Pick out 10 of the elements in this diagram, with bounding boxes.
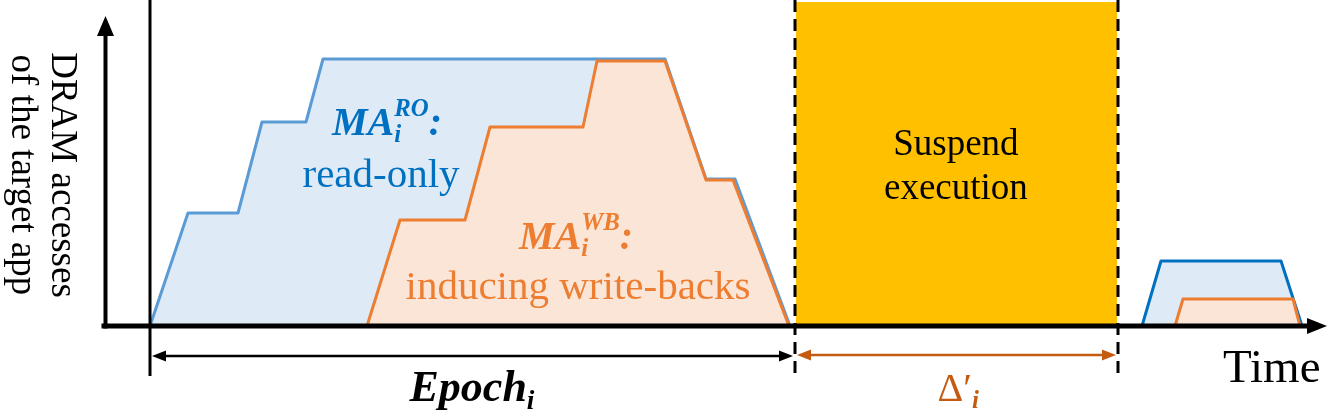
area-caption: read-only: [302, 150, 460, 197]
span-label: Δ′$_{i}$: [937, 365, 979, 414]
block-label: Suspend execution: [884, 121, 1028, 209]
formula-label: MA$_{i}$$^{WB}$:: [519, 210, 634, 261]
area-caption: inducing write-backs: [405, 262, 751, 309]
suspend-period-block: [796, 2, 1117, 325]
formula-label: MA$_{i}$$^{RO}$:: [332, 96, 443, 147]
span-label: Epoch$_{i}$: [409, 362, 535, 415]
axis-title: Time: [1223, 340, 1321, 392]
axis-title: DRAM accesses of the target app: [4, 51, 84, 300]
